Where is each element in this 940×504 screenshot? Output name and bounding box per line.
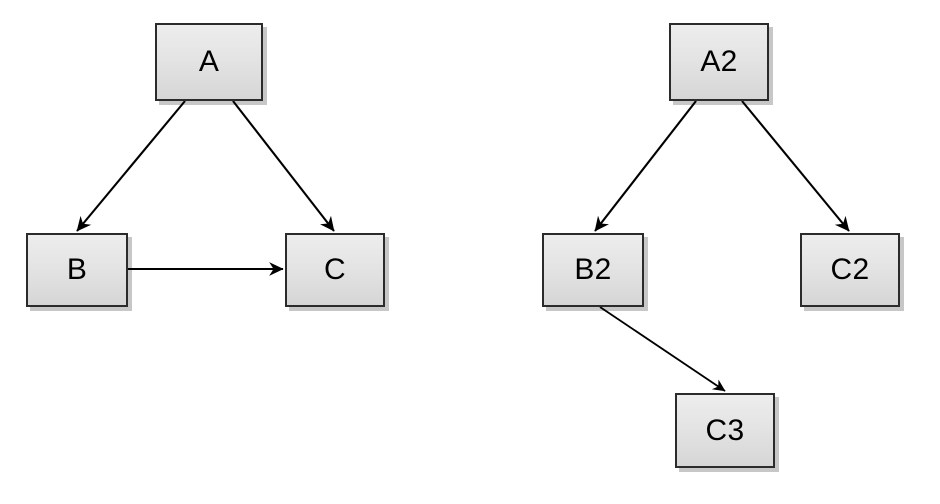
node-c2-label: C2	[830, 253, 870, 286]
node-c3-label: C3	[705, 413, 745, 447]
edge-a-to-c	[232, 100, 335, 232]
edge-a2-to-b2	[594, 100, 697, 232]
node-a-label: A	[198, 45, 220, 78]
edge-a-to-b	[76, 100, 186, 232]
edge-a2-to-c2	[741, 100, 850, 232]
node-a[interactable]: A	[155, 23, 263, 101]
node-a2-label: A2	[700, 45, 738, 78]
node-a2[interactable]: A2	[669, 23, 769, 101]
node-c2[interactable]: C2	[800, 233, 900, 307]
node-b2-label: B2	[574, 253, 612, 286]
node-b-label: B	[66, 253, 88, 286]
edge-b2-to-c3	[599, 306, 726, 392]
node-b2[interactable]: B2	[542, 233, 644, 307]
node-c[interactable]: C	[285, 233, 385, 307]
node-c-label: C	[324, 253, 346, 286]
node-c3[interactable]: C3	[675, 393, 775, 468]
node-b[interactable]: B	[26, 233, 128, 307]
